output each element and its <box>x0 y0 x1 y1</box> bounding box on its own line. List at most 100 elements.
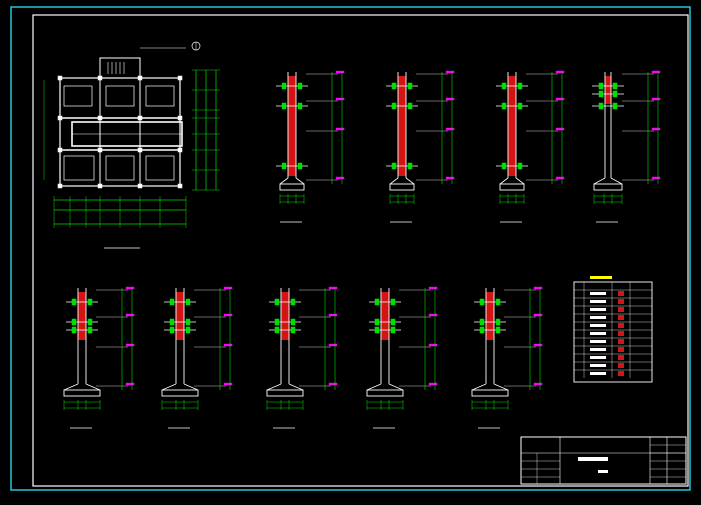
rebar-tag <box>169 318 175 326</box>
plan-column <box>177 75 183 81</box>
level-mark <box>125 382 135 386</box>
footing-slope <box>389 177 399 185</box>
footing <box>63 389 101 397</box>
level-mark <box>445 70 455 74</box>
rebar-tag <box>390 298 396 306</box>
plan-room <box>105 85 135 107</box>
title-block-frame <box>520 436 687 485</box>
footing <box>499 183 525 191</box>
rebar-tag <box>495 326 501 334</box>
plan-column <box>177 147 183 153</box>
rebar-tag <box>290 318 296 326</box>
footing-slope <box>405 177 415 185</box>
level-mark <box>445 127 455 131</box>
inner-frame <box>32 14 689 487</box>
legend-text-line <box>590 372 606 375</box>
level-mark <box>125 286 135 290</box>
level-mark <box>223 313 233 317</box>
level-mark <box>533 313 543 317</box>
rebar-tag <box>390 318 396 326</box>
rebar-tag <box>517 162 523 170</box>
level-mark <box>533 382 543 386</box>
legend-text-line <box>590 364 606 367</box>
rebar-tag <box>185 326 191 334</box>
rebar-tag <box>391 162 397 170</box>
rebar-tag <box>290 298 296 306</box>
legend-swatch <box>618 347 624 352</box>
column-red-zone <box>508 76 516 176</box>
rebar-tag <box>598 102 604 110</box>
footing-slope <box>366 383 382 391</box>
footing-slope <box>515 177 525 185</box>
legend-text-line <box>590 324 606 327</box>
legend-swatch <box>618 363 624 368</box>
title-block-sheet-mark <box>598 470 608 473</box>
rebar-tag <box>612 90 618 98</box>
rebar-tag <box>495 298 501 306</box>
plan-room <box>145 155 175 181</box>
rebar-tag <box>297 102 303 110</box>
footing <box>266 389 304 397</box>
level-mark <box>555 176 565 180</box>
legend-text-line <box>590 348 606 351</box>
level-mark <box>335 127 345 131</box>
rebar-tag <box>71 318 77 326</box>
footing-slope <box>388 383 404 391</box>
rebar-tag <box>598 82 604 90</box>
level-mark <box>335 176 345 180</box>
level-mark <box>335 70 345 74</box>
level-mark <box>223 286 233 290</box>
footing <box>471 389 509 397</box>
plan-outline <box>59 77 181 187</box>
level-mark <box>328 382 338 386</box>
plan-column <box>177 115 183 121</box>
rebar-tag <box>501 102 507 110</box>
foundation-plan <box>43 41 220 249</box>
legend-text-line <box>590 356 606 359</box>
footing-slope <box>288 383 304 391</box>
rebar-tag <box>479 298 485 306</box>
level-mark <box>533 286 543 290</box>
rebar-tag <box>87 326 93 334</box>
rebar-tag <box>281 162 287 170</box>
column-red-zone <box>78 292 86 340</box>
level-mark <box>428 313 438 317</box>
column-red-zone <box>288 76 296 176</box>
rebar-tag <box>185 318 191 326</box>
legend-heading-mark <box>590 276 612 279</box>
level-mark <box>125 343 135 347</box>
rebar-tag <box>290 326 296 334</box>
level-mark <box>328 313 338 317</box>
rebar-tag <box>501 162 507 170</box>
rebar-tag <box>274 298 280 306</box>
footing <box>161 389 199 397</box>
column-red-zone <box>281 292 289 340</box>
rebar-tag <box>87 318 93 326</box>
level-mark <box>555 97 565 101</box>
rebar-tag <box>274 318 280 326</box>
plan-column <box>97 115 103 121</box>
plan-room <box>63 85 93 107</box>
plan-room <box>105 155 135 181</box>
footing-slope <box>499 177 509 185</box>
column-sections-top-row <box>276 70 661 223</box>
rebar-tag <box>297 82 303 90</box>
rebar-tag <box>517 82 523 90</box>
footing <box>593 183 623 191</box>
legend-swatch <box>618 339 624 344</box>
plan-stair-block <box>99 57 141 79</box>
column-red-zone <box>486 292 494 340</box>
column-red-zone <box>381 292 389 340</box>
rebar-tag <box>517 102 523 110</box>
rebar-tag <box>281 102 287 110</box>
plan-column <box>57 75 63 81</box>
level-mark <box>445 97 455 101</box>
footing-slope <box>63 383 79 391</box>
rebar-tag <box>612 102 618 110</box>
rebar-tag <box>390 326 396 334</box>
legend-text-line <box>590 340 606 343</box>
legend-text-line <box>590 292 606 295</box>
legend-swatch <box>618 331 624 336</box>
